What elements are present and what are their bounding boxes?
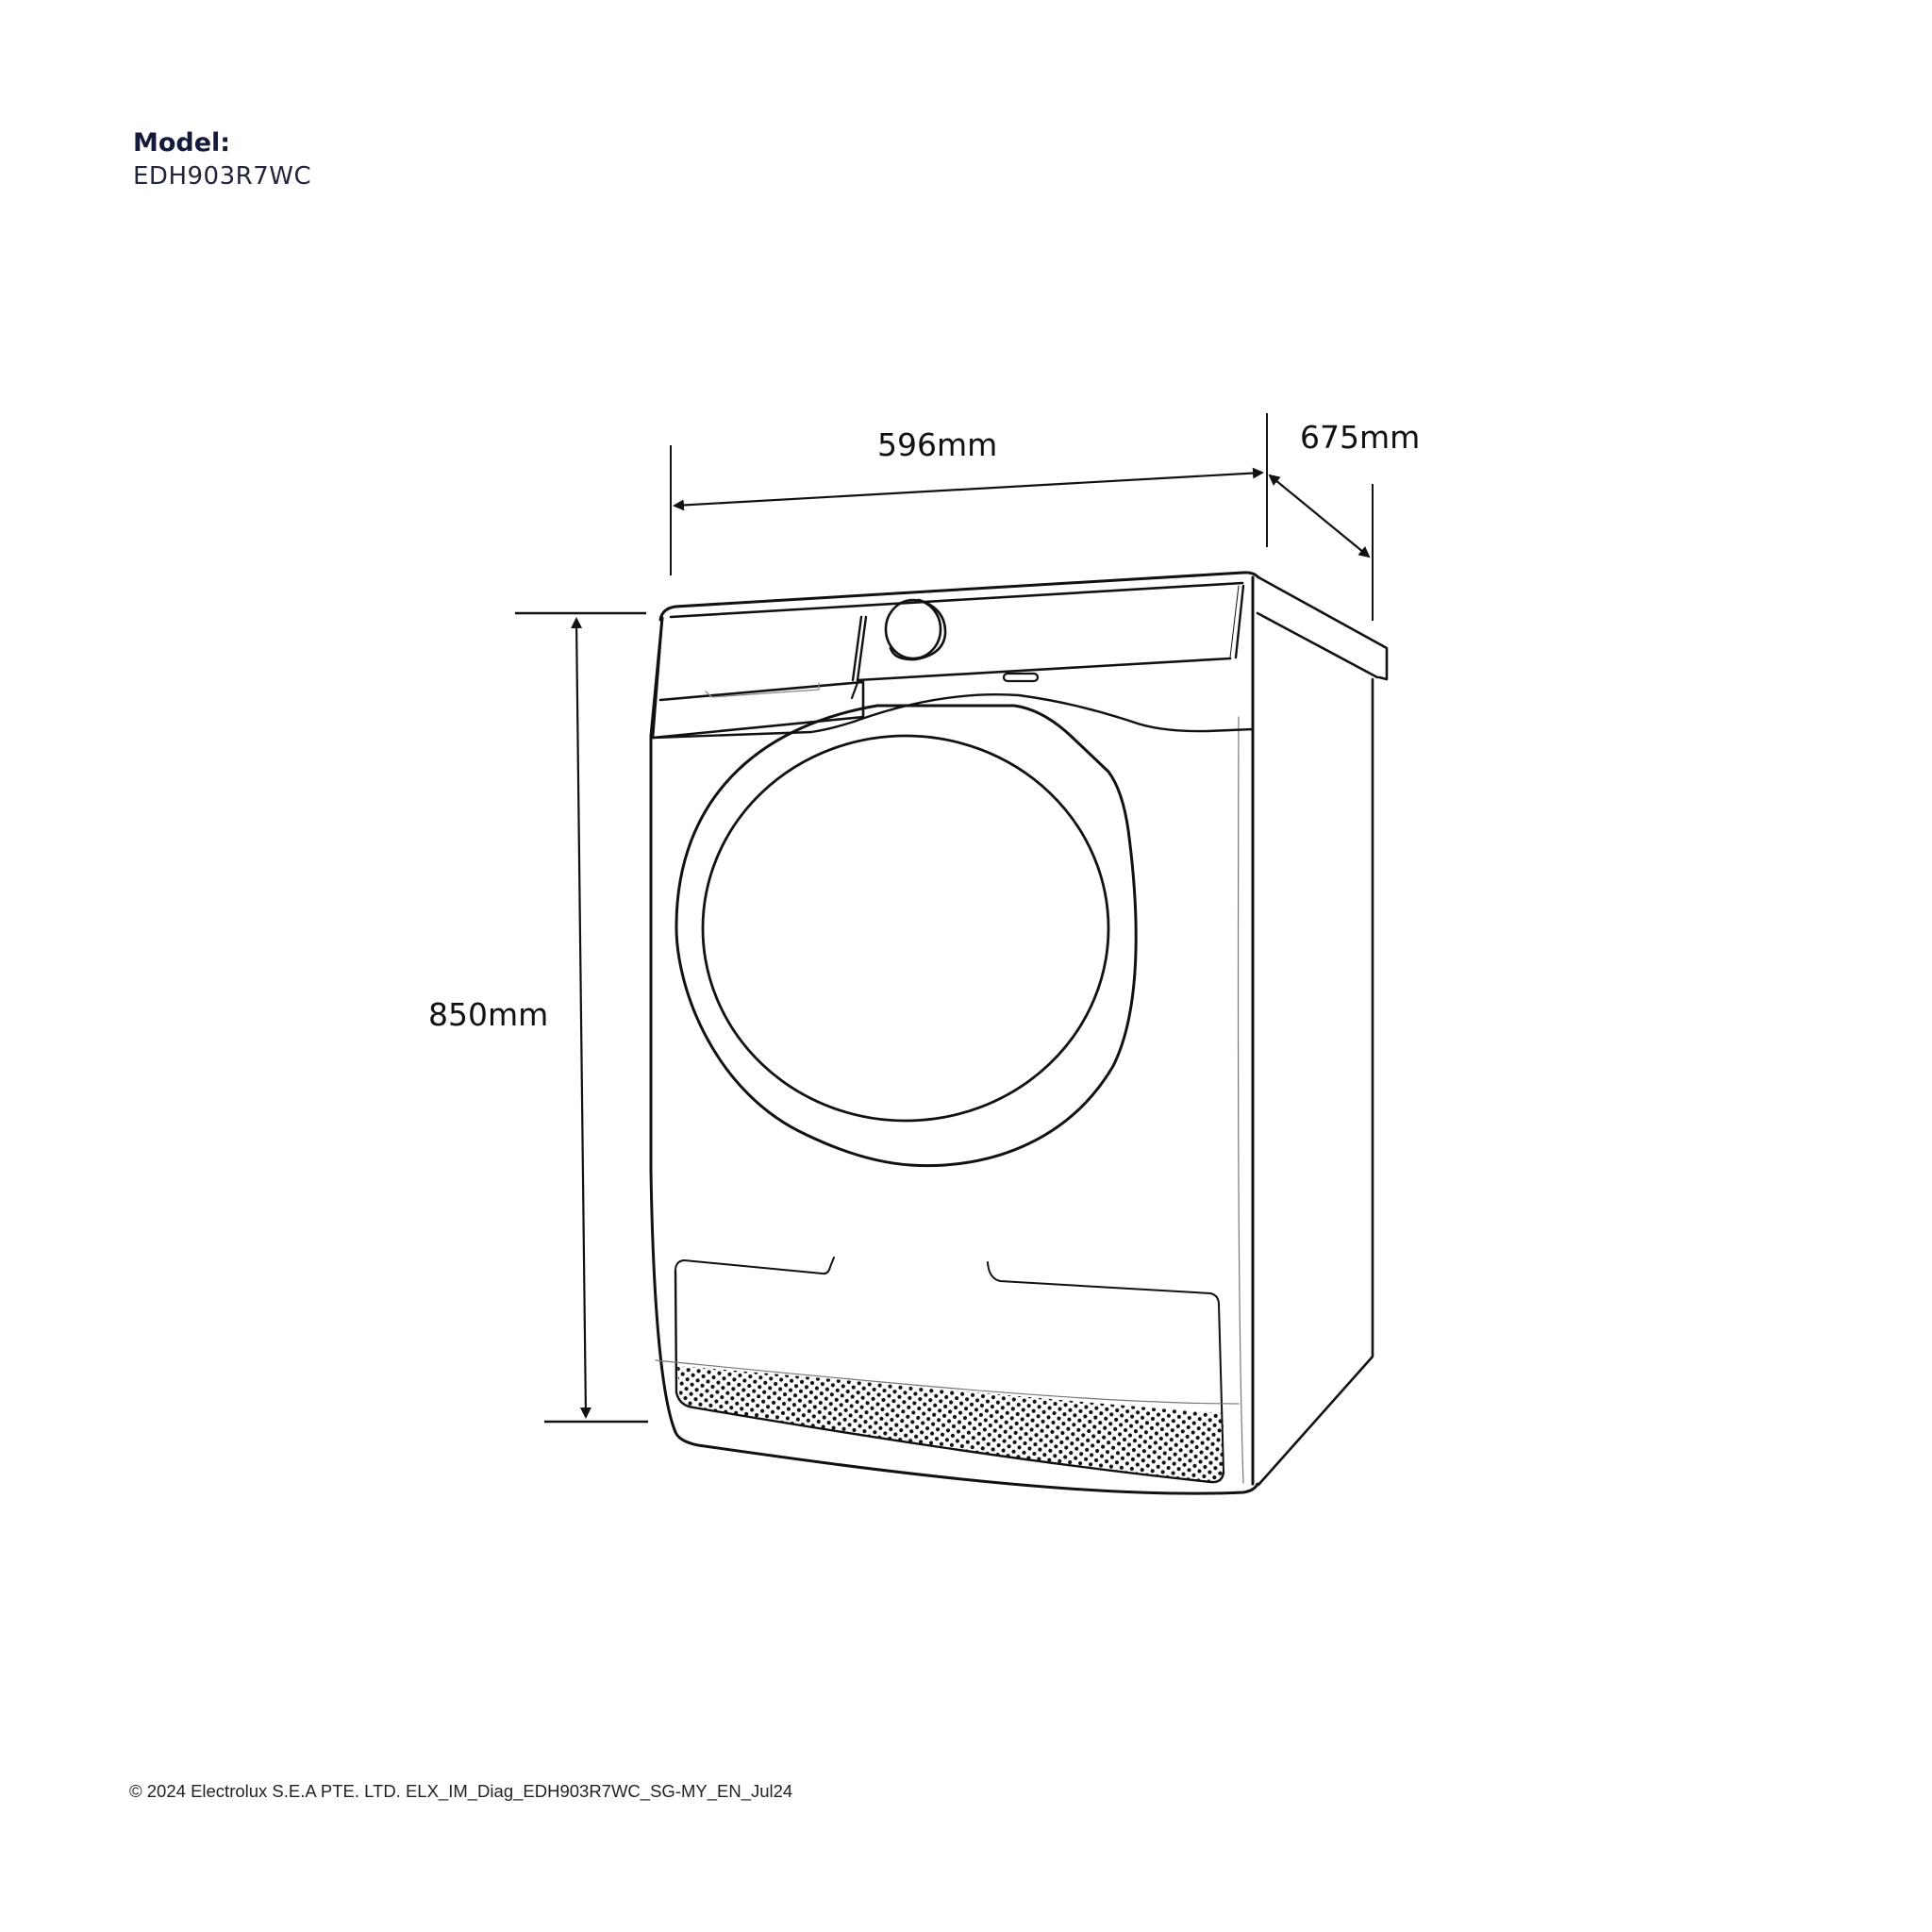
model-number: EDH903R7WC (133, 162, 312, 191)
copyright-footer: © 2024 Electrolux S.E.A PTE. LTD. ELX_IM… (129, 1781, 793, 1801)
height-dimension (515, 611, 648, 1424)
dryer-body (649, 571, 1389, 1495)
height-label: 850mm (428, 996, 549, 1033)
width-dimension (670, 413, 1268, 575)
depth-dimension (1268, 474, 1374, 621)
width-label: 596mm (877, 426, 998, 463)
model-label: Model: (133, 128, 231, 158)
depth-label: 675mm (1300, 419, 1421, 456)
